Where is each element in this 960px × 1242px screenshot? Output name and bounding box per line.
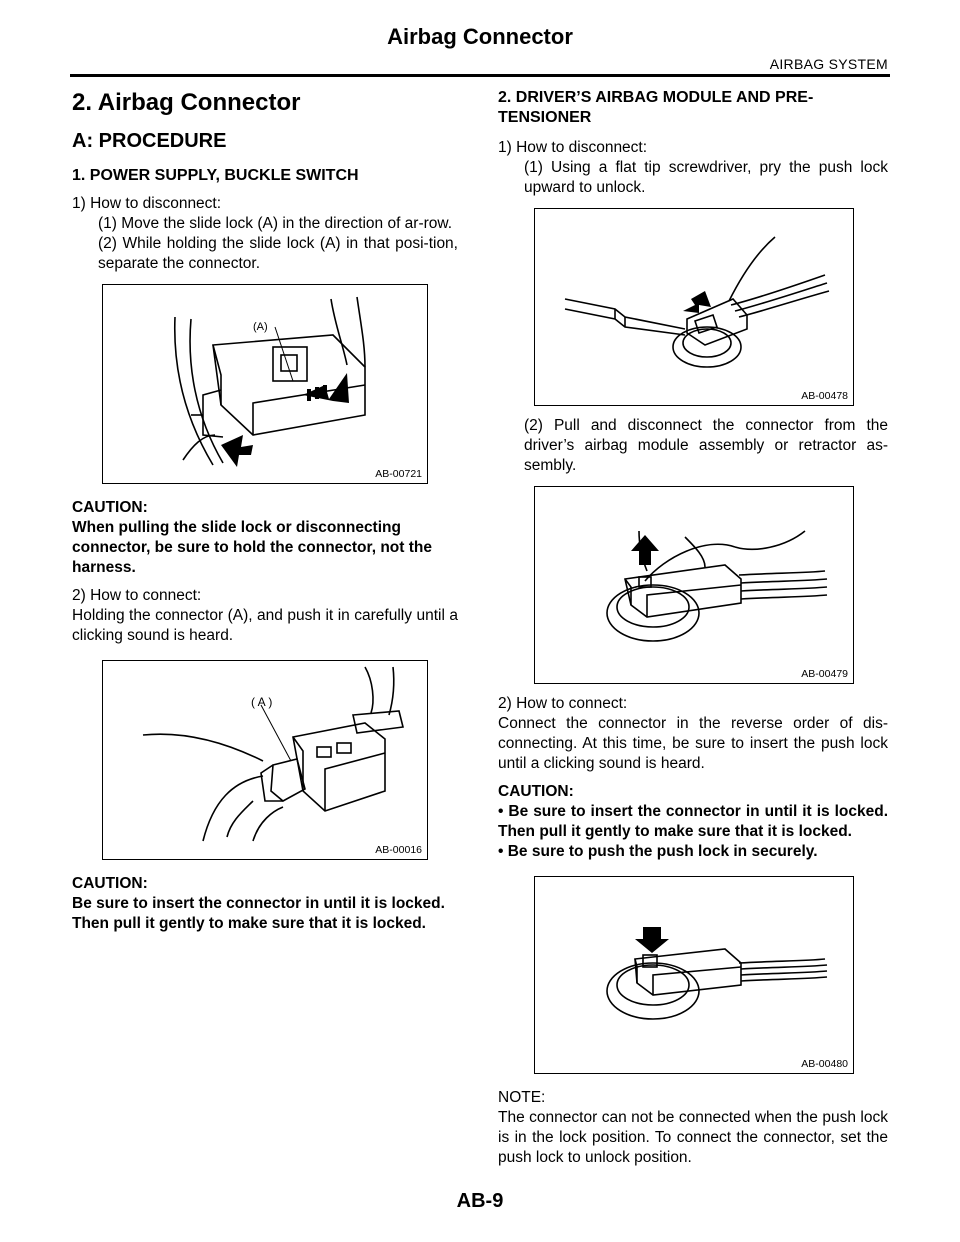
figure-code: AB-00479 <box>801 668 848 680</box>
pull-connector-illustration <box>606 530 828 642</box>
step-disconnect-2: (2) Pull and disconnect the connector fr… <box>524 417 888 474</box>
step-connect-text: Connect the connector in the reverse ord… <box>498 715 888 772</box>
step-disconnect: 1) How to disconnect: <box>498 139 648 156</box>
subsection-heading-power-supply: 1. POWER SUPPLY, BUCKLE SWITCH <box>72 167 359 184</box>
figure-push-lock: AB-00480 <box>534 876 854 1074</box>
subsection-heading-driver-airbag: 2. DRIVER’S AIRBAG MODULE AND PRE-TENSIO… <box>498 89 814 126</box>
step-disconnect: 1) How to disconnect: <box>72 195 222 212</box>
figure-code: AB-00016 <box>375 844 422 856</box>
step-connect: 2) How to connect: <box>72 587 202 604</box>
connector-push-illustration <box>142 666 404 842</box>
note-text: The connector can not be connected when … <box>498 1109 888 1166</box>
figure-screwdriver-pry: AB-00478 <box>534 208 854 406</box>
page-number: AB-9 <box>456 1190 504 1212</box>
section-heading: 2. Airbag Connector <box>72 89 301 116</box>
figure-slide-lock: (A) AB-00721 <box>102 284 428 484</box>
figure-callout-a: ( A ) <box>251 695 273 709</box>
step-disconnect-1: (1) Using a flat tip screwdriver, pry th… <box>524 159 888 196</box>
figure-connector-push: ( A ) AB-00016 <box>102 660 428 860</box>
slide-lock-illustration <box>173 296 366 467</box>
push-lock-illustration <box>606 927 828 1020</box>
step-disconnect-2: (2) While holding the slide lock (A) in … <box>98 235 458 272</box>
caution-heading: CAUTION: <box>72 875 148 892</box>
caution-text: When pulling the slide lock or disconnec… <box>72 519 432 576</box>
step-connect: 2) How to connect: <box>498 695 628 712</box>
left-column: 2. Airbag Connector A: PROCEDURE 1. POWE… <box>72 88 458 934</box>
caution-bullet: • Be sure to push the push lock in secur… <box>498 843 818 860</box>
figure-code: AB-00478 <box>801 390 848 402</box>
caution-heading: CAUTION: <box>72 499 148 516</box>
figure-code: AB-00480 <box>801 1058 848 1070</box>
caution-bullet: • Be sure to insert the connector in unt… <box>498 803 888 840</box>
note-heading: NOTE: <box>498 1089 546 1106</box>
step-disconnect-1: (1) Move the slide lock (A) in the direc… <box>98 215 453 232</box>
caution-heading: CAUTION: <box>498 783 574 800</box>
page-header-section: AIRBAG SYSTEM <box>769 56 888 72</box>
figure-callout-a: (A) <box>253 321 268 333</box>
screwdriver-pry-illustration <box>564 236 830 368</box>
right-column: 2. DRIVER’S AIRBAG MODULE AND PRE-TENSIO… <box>498 88 888 1168</box>
page-header-title: Airbag Connector <box>387 24 573 49</box>
step-connect-text: Holding the connector (A), and push it i… <box>72 607 458 644</box>
figure-code: AB-00721 <box>375 468 422 480</box>
header-rule <box>70 74 890 77</box>
figure-pull-connector: AB-00479 <box>534 486 854 684</box>
procedure-heading: A: PROCEDURE <box>72 130 227 152</box>
caution-text: Be sure to insert the connector in until… <box>72 895 445 932</box>
